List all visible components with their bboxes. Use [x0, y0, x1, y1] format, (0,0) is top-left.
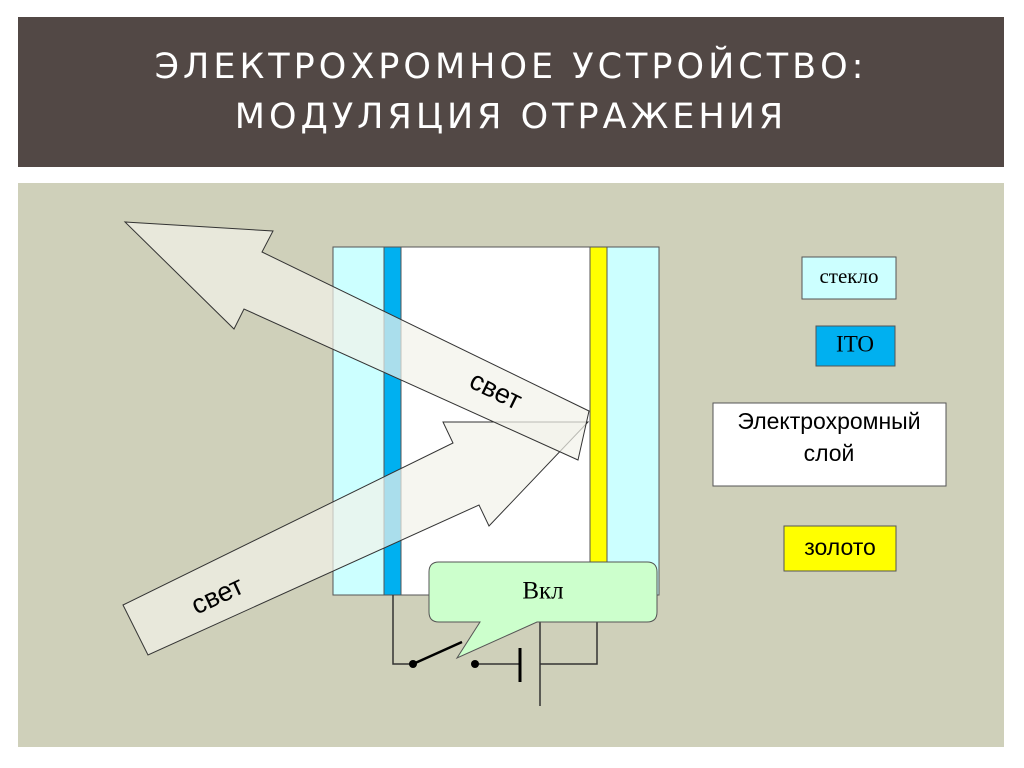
- switch-contact-right: [471, 660, 479, 668]
- gold-layer: [589, 246, 608, 596]
- legend-gold-label: золото: [804, 534, 876, 560]
- switch-contact-left: [409, 660, 417, 668]
- on-callout-label: Вкл: [522, 578, 563, 605]
- light-arrow-in: [122, 421, 590, 656]
- slide-title: Электрохромное устройство: модуляция отр…: [154, 47, 868, 137]
- legend-ito-swatch: [815, 325, 896, 367]
- legend-ito-label: ITO: [836, 331, 874, 356]
- legend-glass-swatch: [801, 256, 897, 300]
- legend-ec-layer-label-2: слой: [804, 440, 855, 466]
- legend-ec-layer-label-1: Электрохромный: [737, 408, 920, 434]
- legend-glass-label: стекло: [819, 264, 878, 288]
- title-bar: Электрохромное устройство: модуляция отр…: [18, 17, 1004, 167]
- switch-lever: [412, 640, 463, 666]
- glass-right: [606, 246, 660, 596]
- on-callout: [428, 561, 658, 660]
- legend-ec-layer-swatch: [712, 402, 947, 487]
- legend-gold-swatch: [783, 525, 897, 572]
- light-arrow-out: [123, 221, 590, 461]
